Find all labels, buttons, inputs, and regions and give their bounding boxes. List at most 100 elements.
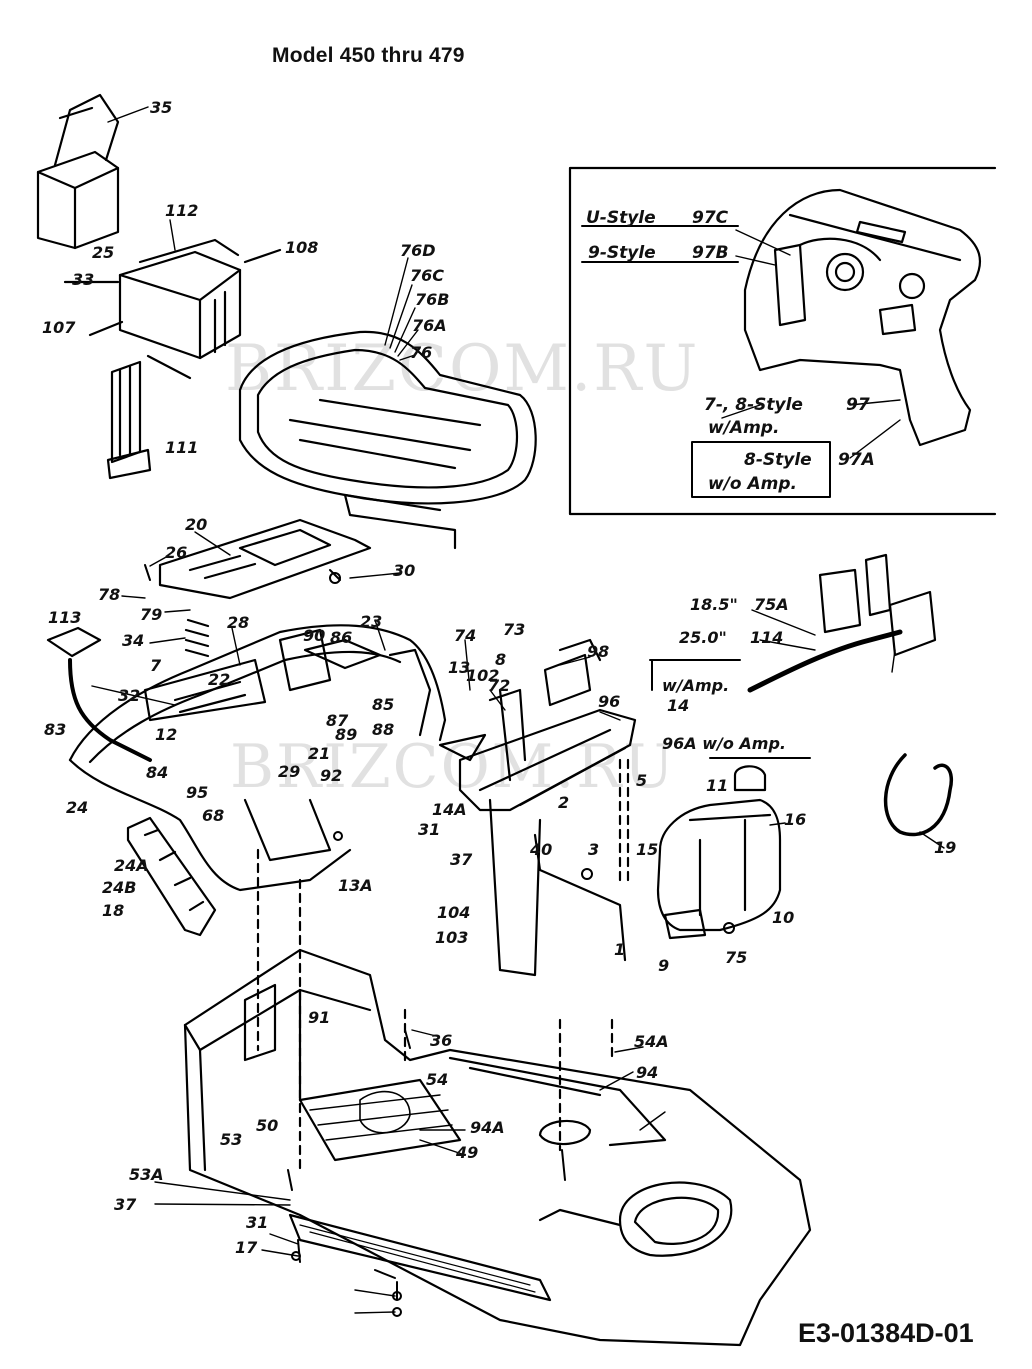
battery-charger-drawing xyxy=(36,93,120,250)
part-callout-13: 13 xyxy=(448,658,471,677)
part-callout-92: 92 xyxy=(320,766,343,785)
part-callout-104: 104 xyxy=(437,903,471,922)
part-callout-13a: 13A xyxy=(338,876,373,895)
part-callout-8: 8 xyxy=(495,650,507,669)
leader-lines xyxy=(91,106,945,1314)
note-length-25-0: 25.0" xyxy=(679,628,727,647)
part-callout-90: 90 xyxy=(303,626,326,645)
part-callout-76: 76 xyxy=(410,343,433,362)
inset-8-style: 8-Style xyxy=(744,450,812,470)
note-w-amp: w/Amp. xyxy=(662,676,730,695)
frame-dashed-lines xyxy=(256,848,407,1172)
part-callout-95: 95 xyxy=(186,783,209,802)
part-callout-53: 53 xyxy=(220,1130,243,1149)
part-callout-88: 88 xyxy=(372,720,395,739)
cover-plate-drawing xyxy=(747,553,937,693)
part-callout-108: 108 xyxy=(285,238,319,257)
rear-fender-drawing xyxy=(68,624,447,892)
part-callout-84: 84 xyxy=(146,763,169,782)
part-callout-16: 16 xyxy=(784,810,807,829)
inset-dashboard-drawing xyxy=(743,188,982,447)
part-callout-14: 14 xyxy=(667,696,690,715)
part-callout-11: 11 xyxy=(706,776,729,795)
part-callout-34: 34 xyxy=(122,631,145,650)
part-callout-54: 54 xyxy=(426,1070,449,1089)
part-callout-28: 28 xyxy=(227,613,250,632)
part-callout-76d: 76D xyxy=(400,241,436,260)
part-callout-12: 12 xyxy=(155,725,178,744)
part-callout-114: 114 xyxy=(750,628,784,647)
part-callout-103: 103 xyxy=(435,928,469,947)
inset-78-style-part: 97 xyxy=(846,395,870,415)
inset-9-style-part: 97B xyxy=(692,243,729,263)
part-callout-40: 40 xyxy=(530,840,553,859)
part-callout-22: 22 xyxy=(208,670,231,689)
note-length-18-5: 18.5" xyxy=(690,595,738,614)
fender-plate-drawing xyxy=(126,816,217,937)
part-callout-86: 86 xyxy=(330,628,353,647)
part-callout-1: 1 xyxy=(614,940,626,959)
part-callout-33: 33 xyxy=(72,270,95,289)
part-callout-78: 78 xyxy=(98,585,121,604)
inset-frame xyxy=(568,166,997,516)
battery-drawing xyxy=(118,238,242,360)
part-callout-111: 111 xyxy=(165,438,199,457)
part-callout-89: 89 xyxy=(335,725,358,744)
seat-drawing xyxy=(238,330,537,550)
part-callout-53a: 53A xyxy=(129,1165,164,1184)
part-callout-3: 3 xyxy=(588,840,600,859)
part-callout-37: 37 xyxy=(450,850,473,869)
spring-drawing xyxy=(184,618,210,658)
part-callout-68: 68 xyxy=(202,806,225,825)
note-w-o-amp: 96A w/o Amp. xyxy=(662,734,786,753)
part-callout-18: 18 xyxy=(102,901,125,920)
part-callout-31: 31 xyxy=(418,820,441,839)
part-callout-25: 25 xyxy=(92,243,115,262)
band-114-drawing xyxy=(883,753,953,837)
part-callout-2: 2 xyxy=(558,793,570,812)
part-callout-20: 20 xyxy=(185,515,208,534)
part-callout-29: 29 xyxy=(278,762,301,781)
part-callout-107: 107 xyxy=(42,318,76,337)
inset-78-style-sub: w/Amp. xyxy=(708,418,780,438)
clip-113-drawing xyxy=(46,626,102,658)
inset-78-style: 7-, 8-Style xyxy=(704,395,803,415)
model-title: Model 450 thru 479 xyxy=(272,44,465,67)
part-callout-74: 74 xyxy=(454,626,477,645)
part-callout-37: 37 xyxy=(114,1195,137,1214)
part-callout-30: 30 xyxy=(393,561,416,580)
part-callout-10: 10 xyxy=(772,908,795,927)
seat-pan-drawing xyxy=(158,518,372,600)
battery-leaders xyxy=(63,248,282,380)
part-callout-50: 50 xyxy=(256,1116,279,1135)
part-callout-113: 113 xyxy=(48,608,82,627)
part-callout-9: 9 xyxy=(658,956,670,975)
steering-console-drawing xyxy=(438,638,637,977)
console-bracket-lines xyxy=(618,758,630,882)
part-callout-21: 21 xyxy=(308,744,331,763)
inset-9-style: 9-Style xyxy=(588,243,656,263)
part-callout-7: 7 xyxy=(150,656,162,675)
part-callout-76a: 76A xyxy=(412,316,447,335)
hardware-drawing xyxy=(144,564,735,1317)
part-callout-5: 5 xyxy=(636,771,648,790)
part-callout-31: 31 xyxy=(246,1213,269,1232)
part-callout-94: 94 xyxy=(636,1063,659,1082)
part-callout-35: 35 xyxy=(150,98,173,117)
inset-8-style-part: 97A xyxy=(838,450,875,470)
fuel-tank-drawing xyxy=(656,765,782,940)
part-callout-85: 85 xyxy=(372,695,395,714)
part-callout-32: 32 xyxy=(118,686,141,705)
part-callout-75a: 75A xyxy=(754,595,789,614)
part-callout-102: 102 xyxy=(466,666,500,685)
part-callout-73: 73 xyxy=(503,620,526,639)
part-callout-98: 98 xyxy=(587,642,610,661)
part-callout-91: 91 xyxy=(308,1008,331,1027)
inset-u-style-part: 97C xyxy=(692,208,729,228)
part-callout-14a: 14A xyxy=(432,800,467,819)
part-callout-96: 96 xyxy=(598,692,621,711)
part-callout-76c: 76C xyxy=(410,266,445,285)
inset-8-style-sub: w/o Amp. xyxy=(708,474,798,494)
part-callout-24: 24 xyxy=(66,798,89,817)
